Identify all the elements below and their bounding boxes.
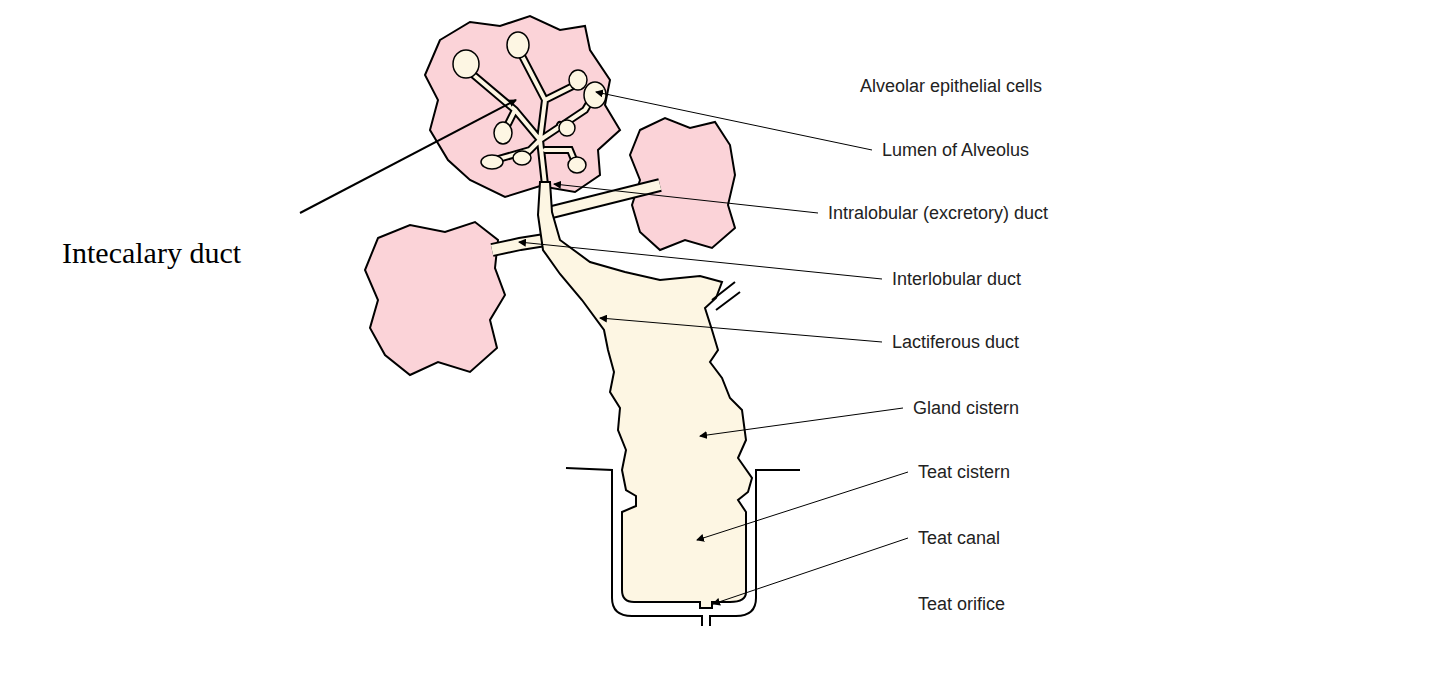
duct-tree <box>470 52 592 185</box>
interlobular-branch <box>492 185 660 250</box>
duct-cistern <box>538 182 752 608</box>
duct-branch <box>712 282 740 310</box>
callout-label: Intecalary duct <box>62 236 241 270</box>
teat-wall <box>566 468 702 626</box>
part-label: Teat canal <box>918 527 1000 549</box>
part-label: Alveolar epithelial cells <box>860 75 1042 97</box>
lobule <box>365 222 505 375</box>
part-label: Lactiferous duct <box>892 331 1019 353</box>
part-label: Teat orifice <box>918 593 1005 615</box>
part-label: Gland cistern <box>913 397 1019 419</box>
teat-wall <box>710 470 800 626</box>
lobule <box>425 16 620 197</box>
alveolus <box>453 32 606 173</box>
part-label: Intralobular (excretory) duct <box>828 202 1048 224</box>
part-label: Lumen of Alveolus <box>882 139 1029 161</box>
leader-line <box>300 92 908 604</box>
part-label: Interlobular duct <box>892 268 1021 290</box>
part-label: Teat cistern <box>918 461 1010 483</box>
